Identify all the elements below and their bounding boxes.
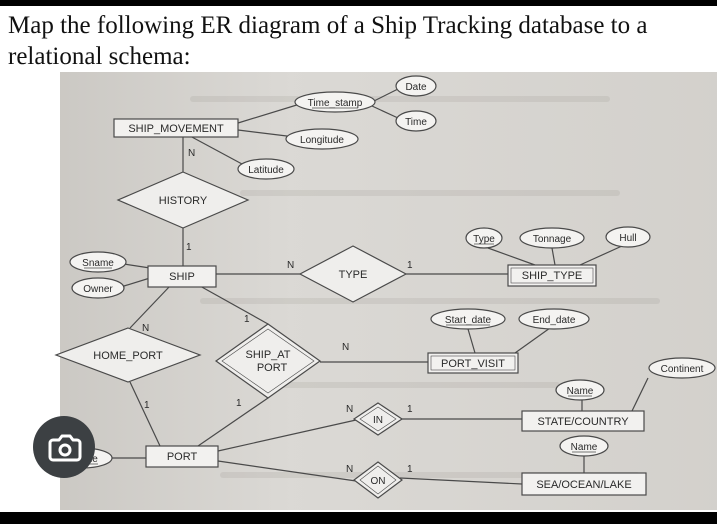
- attr-type: Type: [473, 234, 495, 245]
- entity-port-visit: PORT_VISIT: [427, 352, 519, 374]
- card-on-port: N: [346, 464, 353, 475]
- question-line-2: relational schema:: [8, 43, 191, 70]
- entity-label: PORT_VISIT: [441, 358, 505, 370]
- attr-end-date: End_date: [533, 315, 576, 326]
- card-shipat-visit: N: [342, 342, 349, 353]
- attr-start-date: Start_date: [445, 315, 492, 326]
- card-shipat-ship: 1: [244, 314, 250, 325]
- entity-label: SHIP_TYPE: [522, 270, 583, 282]
- cardinality-labels: N 1 N 1 N 1 1 1 N N 1 N 1: [142, 148, 413, 475]
- entity-sea-ocean-lake: SEA/OCEAN/LAKE: [521, 472, 647, 496]
- card-homeport-port: 1: [144, 400, 150, 411]
- attr-date: Date: [405, 82, 427, 93]
- photo-shading: [60, 72, 717, 510]
- card-shipat-port: 1: [236, 398, 242, 409]
- relationship-label: IN: [373, 415, 383, 426]
- card-type-ship: N: [287, 260, 294, 271]
- entity-label: SHIP: [169, 271, 195, 283]
- bleed-through-band: [240, 190, 620, 196]
- relationship-label: TYPE: [339, 269, 368, 281]
- relationship-label: SHIP_AT: [245, 349, 290, 361]
- attr-latitude: Latitude: [248, 165, 284, 176]
- entity-label: SHIP_MOVEMENT: [128, 123, 224, 135]
- relationship-history: HISTORY: [116, 171, 250, 229]
- relationship-ship-at-port: SHIP_AT PORT: [214, 323, 322, 399]
- attr-sname: Sname: [82, 258, 114, 269]
- question-heading: Map the following ER diagram of a Ship T…: [8, 10, 708, 72]
- attr-state-name: Name: [567, 386, 594, 397]
- bleed-through-band: [220, 472, 640, 478]
- bleed-through-band: [190, 96, 610, 102]
- question-line-1: Map the following ER diagram of a Ship T…: [8, 12, 648, 39]
- relationship-in: IN: [352, 402, 404, 436]
- entity-label: SEA/OCEAN/LAKE: [536, 479, 631, 491]
- er-diagram: SHIP_MOVEMENT SHIP SHIP_TYPE PORT_VISIT …: [51, 75, 716, 499]
- entity-ship: SHIP: [147, 265, 217, 288]
- entity-port: PORT: [145, 445, 219, 468]
- card-history-ship: 1: [186, 242, 192, 253]
- entity-ship-type: SHIP_TYPE: [507, 264, 597, 287]
- entity-label: STATE/COUNTRY: [537, 416, 629, 428]
- card-on-sea: 1: [407, 464, 413, 475]
- entity-ship-movement: SHIP_MOVEMENT: [113, 118, 239, 138]
- screenshot-page: Map the following ER diagram of a Ship T…: [0, 6, 717, 512]
- bleed-through-band: [260, 382, 560, 388]
- relationship-home-port: HOME_PORT: [54, 327, 202, 383]
- card-history-movement: N: [188, 148, 195, 159]
- bleed-through-band: [200, 298, 660, 304]
- relationship-label: HISTORY: [159, 195, 208, 207]
- attr-owner: Owner: [83, 284, 113, 295]
- attribute-ovals: [51, 75, 716, 469]
- bottom-bar: [0, 512, 717, 524]
- card-homeport-ship: N: [142, 323, 149, 334]
- attr-time: Time: [405, 117, 427, 128]
- card-in-state: 1: [407, 404, 413, 415]
- relationship-label: ON: [371, 476, 386, 487]
- er-diagram-photo: [60, 72, 717, 510]
- attr-time-stamp: Time_stamp: [308, 98, 363, 109]
- relationship-type: TYPE: [298, 245, 408, 303]
- camera-glyph: [48, 434, 82, 462]
- connector-lines: [112, 88, 649, 485]
- attr-continent: Continent: [661, 364, 704, 375]
- relationship-on: ON: [353, 461, 403, 499]
- relationship-label: PORT: [257, 362, 288, 374]
- attr-longitude: Longitude: [300, 135, 344, 146]
- entity-state-country: STATE/COUNTRY: [521, 410, 645, 432]
- attr-body-name: Name: [571, 442, 598, 453]
- attr-tonnage: Tonnage: [533, 234, 572, 245]
- attr-hull: Hull: [619, 233, 636, 244]
- attribute-labels: Date Time Time_stamp Longitude Latitude …: [66, 82, 703, 465]
- visual-search-camera-icon[interactable]: [33, 416, 95, 478]
- card-in-port: N: [346, 404, 353, 415]
- entity-label: PORT: [167, 451, 198, 463]
- relationship-label: HOME_PORT: [93, 350, 163, 362]
- card-type-shiptype: 1: [407, 260, 413, 271]
